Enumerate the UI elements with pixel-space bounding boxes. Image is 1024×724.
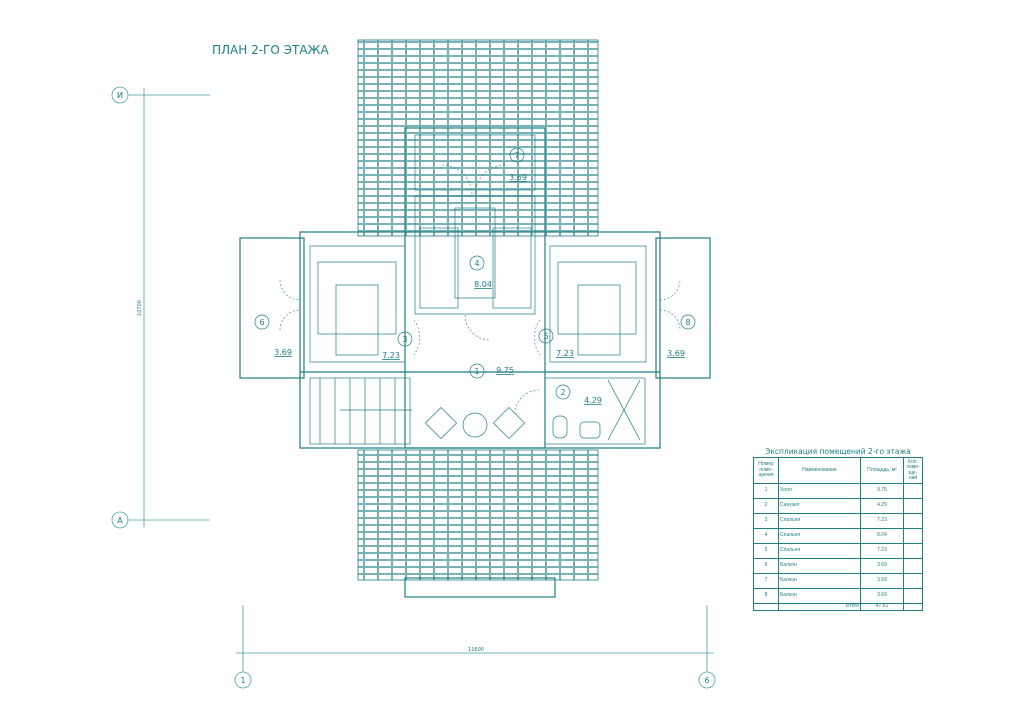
svg-text:5: 5	[543, 332, 548, 341]
axis-label-left: 1	[240, 676, 245, 685]
room-schedule-table: Номер поме-щения Наименование Площадь, м…	[753, 457, 923, 611]
row-count	[903, 513, 923, 529]
building-walls	[239, 127, 711, 449]
row-name: Спальня	[778, 543, 861, 559]
row-area: 3.69	[860, 558, 904, 574]
svg-text:2: 2	[560, 388, 565, 397]
row-number: 1	[753, 483, 779, 499]
row-number: 2	[753, 498, 779, 514]
svg-text:6: 6	[259, 318, 264, 327]
svg-text:3: 3	[402, 335, 407, 344]
plan-title: ПЛАН 2-ГО ЭТАЖА	[212, 43, 329, 57]
row-number: 5	[753, 543, 779, 559]
row-count	[903, 588, 923, 604]
svg-text:1: 1	[474, 367, 479, 376]
row-area: 3.69	[860, 588, 904, 604]
svg-text:3.69: 3.69	[667, 349, 685, 358]
table-total-row: Итого 47.61	[753, 603, 923, 611]
svg-text:4: 4	[474, 259, 479, 268]
svg-text:9.75: 9.75	[496, 366, 514, 375]
table-title: Экспликация помещений 2-го этажа	[765, 447, 911, 456]
svg-text:8: 8	[685, 318, 690, 327]
header-number: Номер поме-щения	[753, 457, 779, 484]
row-number: 7	[753, 573, 779, 589]
room-6-marker: 63.69	[254, 314, 292, 357]
svg-text:8.04: 8.04	[474, 280, 492, 289]
row-name: Спальня	[778, 513, 861, 529]
row-count	[903, 543, 923, 559]
row-count	[903, 528, 923, 544]
roof-bottom	[357, 449, 599, 598]
svg-text:3.69: 3.69	[274, 348, 292, 357]
row-name: Спальня	[778, 528, 861, 544]
svg-text:7.23: 7.23	[556, 349, 574, 358]
axis-label-right: 6	[704, 676, 709, 685]
svg-text:7.23: 7.23	[382, 351, 400, 360]
room-2-marker: 24.29	[555, 384, 602, 405]
row-count	[903, 573, 923, 589]
dimension-horizontal: 11600	[468, 647, 484, 653]
vertical-dimension: И А 10700	[111, 86, 210, 529]
row-area: 3.69	[860, 573, 904, 589]
row-number: 4	[753, 528, 779, 544]
svg-text:7: 7	[514, 151, 519, 160]
row-name: Балкон	[778, 588, 861, 604]
row-count	[903, 498, 923, 514]
row-count	[903, 558, 923, 574]
row-area: 8.04	[860, 528, 904, 544]
svg-text:4.29: 4.29	[584, 396, 602, 405]
row-name: Холл	[778, 483, 861, 499]
axis-label-bottom: А	[117, 516, 123, 525]
header-name: Наименование	[778, 457, 861, 484]
svg-text:3.69: 3.69	[509, 173, 527, 182]
room-4-marker: 48.04	[469, 255, 492, 289]
room-3-marker: 37.23	[382, 331, 413, 360]
row-number: 8	[753, 588, 779, 604]
total-label: Итого	[778, 603, 861, 611]
row-area: 7.23	[860, 543, 904, 559]
row-area: 9.75	[860, 483, 904, 499]
row-name: Санузел	[778, 498, 861, 514]
roof-top	[357, 39, 599, 237]
row-name: Балкон	[778, 573, 861, 589]
room-7-marker: 73.69	[509, 147, 527, 182]
room-5-marker: 57.23	[538, 328, 574, 358]
axis-label-top: И	[117, 91, 123, 100]
horizontal-dimension: 1 6 11600	[234, 605, 716, 689]
row-number: 6	[753, 558, 779, 574]
header-area: Площадь, м²	[860, 457, 904, 484]
row-area: 7.23	[860, 513, 904, 529]
header-count: Кол. поме-ще-ний	[903, 457, 923, 484]
room-8-marker: 83.69	[667, 314, 696, 358]
row-name: Балкон	[778, 558, 861, 574]
row-count	[903, 483, 923, 499]
total-value: 47.61	[860, 603, 904, 611]
row-number: 3	[753, 513, 779, 529]
row-area: 4.29	[860, 498, 904, 514]
dimension-vertical: 10700	[137, 300, 143, 316]
